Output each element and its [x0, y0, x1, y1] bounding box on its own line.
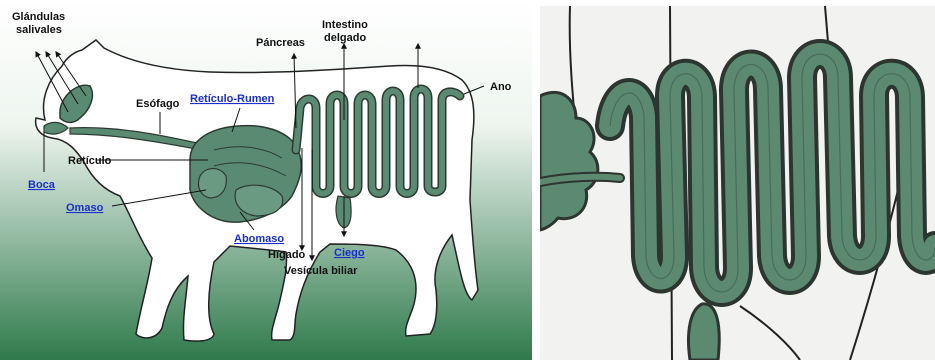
label-ano: Ano — [490, 81, 512, 93]
label-higado: Hígado — [268, 249, 306, 261]
label-ciego[interactable]: Ciego — [334, 247, 365, 259]
label-reticulo: Retículo — [68, 155, 112, 167]
label-omaso[interactable]: Omaso — [66, 202, 104, 214]
label-pancreas: Páncreas — [256, 37, 305, 49]
zoom-canvas — [540, 6, 935, 360]
zoom-caecum — [689, 304, 720, 360]
stomach-omasum — [198, 169, 226, 199]
intestine-zoom-panel — [540, 6, 935, 360]
label-abomaso[interactable]: Abomaso — [234, 233, 284, 245]
label-glandulas-1: Glándulas — [12, 11, 65, 23]
cow-digestive-diagram: Glándulas salivales Intestino delgado Pá… — [0, 0, 532, 360]
diagram-canvas: Glándulas salivales Intestino delgado Pá… — [0, 0, 532, 360]
label-intestino-1: Intestino — [322, 19, 368, 31]
label-vesicula: Vesícula biliar — [284, 265, 358, 277]
label-intestino-2: delgado — [324, 32, 366, 44]
label-boca[interactable]: Boca — [28, 179, 56, 191]
label-esofago: Esófago — [136, 98, 180, 110]
label-glandulas-2: salivales — [16, 24, 62, 36]
label-reticulo-rumen[interactable]: Retículo-Rumen — [190, 93, 275, 105]
